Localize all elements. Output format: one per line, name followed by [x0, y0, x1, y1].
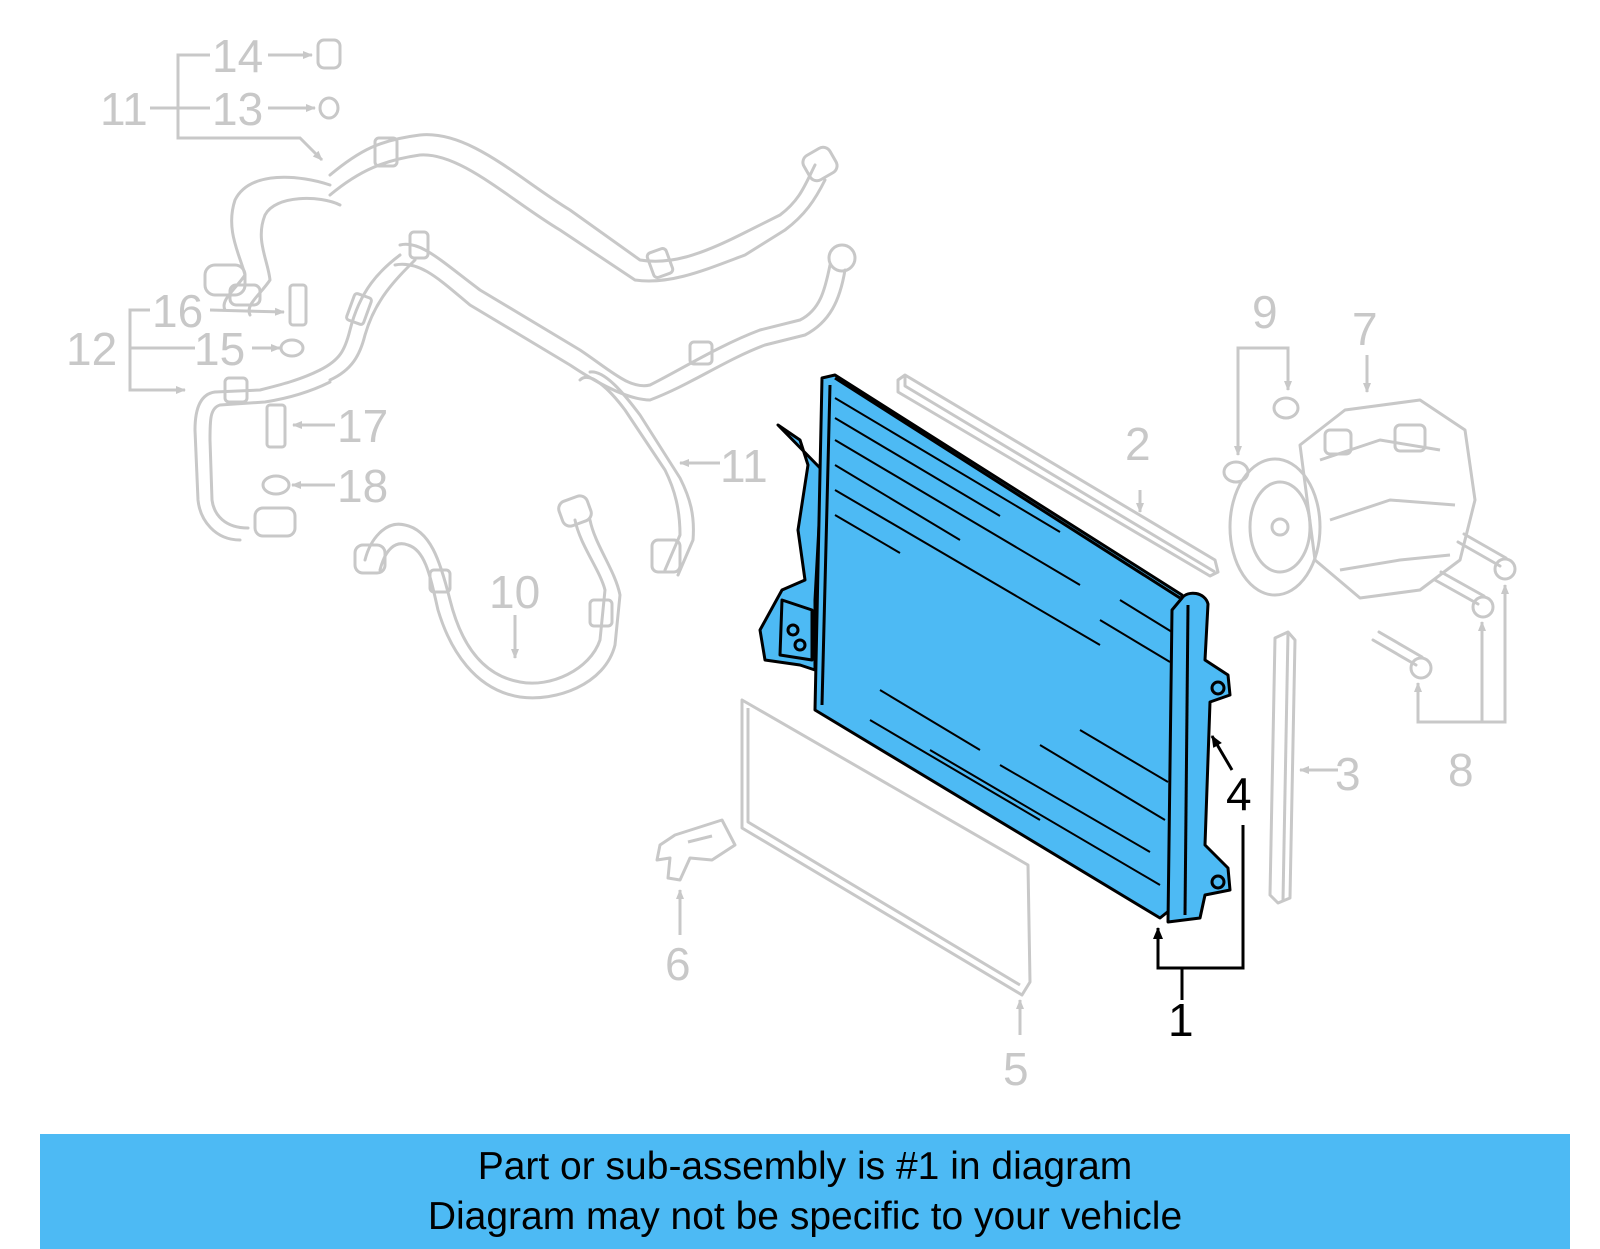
callout-16: 16: [152, 285, 203, 337]
gray-leaders: [128, 51, 1509, 1035]
callout-11-hose: 11: [720, 440, 768, 492]
o-ring-9b: [1222, 460, 1250, 484]
ac-hose-10: [353, 494, 622, 700]
callout-11: 11: [100, 83, 148, 135]
callout-13: 13: [212, 83, 263, 135]
ac-hose-assembly-upper: [193, 133, 857, 542]
sensor-17: [265, 403, 287, 449]
cap-13: [318, 96, 340, 120]
callout-17: 17: [337, 400, 388, 452]
callout-7: 7: [1352, 303, 1378, 355]
air-guide-5: [740, 698, 1032, 997]
info-banner: Part or sub-assembly is #1 in diagram Di…: [40, 1134, 1570, 1249]
o-ring-15: [279, 338, 305, 358]
callout-9: 9: [1252, 286, 1278, 338]
small-fittings: [261, 38, 1300, 496]
banner-line-part: Part or sub-assembly is #1 in diagram: [477, 1144, 1133, 1188]
seal-strip-3: [1268, 630, 1297, 905]
banner-line-disclaimer: Diagram may not be specific to your vehi…: [427, 1194, 1183, 1238]
callout-labels: 1 2 3 4 5 6 7 8 9 10 11 11 12 13 14 15 1…: [66, 30, 1474, 1095]
callout-15: 15: [194, 323, 245, 375]
condenser-assembly[interactable]: [758, 373, 1232, 924]
callout-4: 4: [1226, 768, 1252, 820]
black-leaders: [1153, 735, 1245, 1000]
callout-6: 6: [665, 938, 691, 990]
callout-5: 5: [1003, 1043, 1029, 1095]
parts-diagram: 1 2 3 4 5 6 7 8 9 10 11 11 12 13 14 15 1…: [66, 30, 1517, 1095]
callout-18: 18: [337, 460, 388, 512]
callout-3: 3: [1335, 748, 1361, 800]
seal-strip-2: [896, 373, 1220, 578]
cap-14: [316, 38, 342, 70]
bolts-8: [1371, 532, 1517, 680]
callout-1: 1: [1168, 994, 1194, 1046]
callout-10: 10: [489, 566, 540, 618]
switch-16: [288, 283, 308, 327]
callout-2: 2: [1125, 418, 1151, 470]
bracket-6: [655, 818, 737, 882]
o-ring-9a: [1272, 396, 1300, 420]
callout-12: 12: [66, 323, 117, 375]
callout-8: 8: [1448, 744, 1474, 796]
ac-hose-11: [578, 370, 695, 577]
ac-compressor-7: [1228, 398, 1477, 600]
o-ring-18: [261, 474, 291, 496]
callout-14: 14: [212, 30, 263, 82]
